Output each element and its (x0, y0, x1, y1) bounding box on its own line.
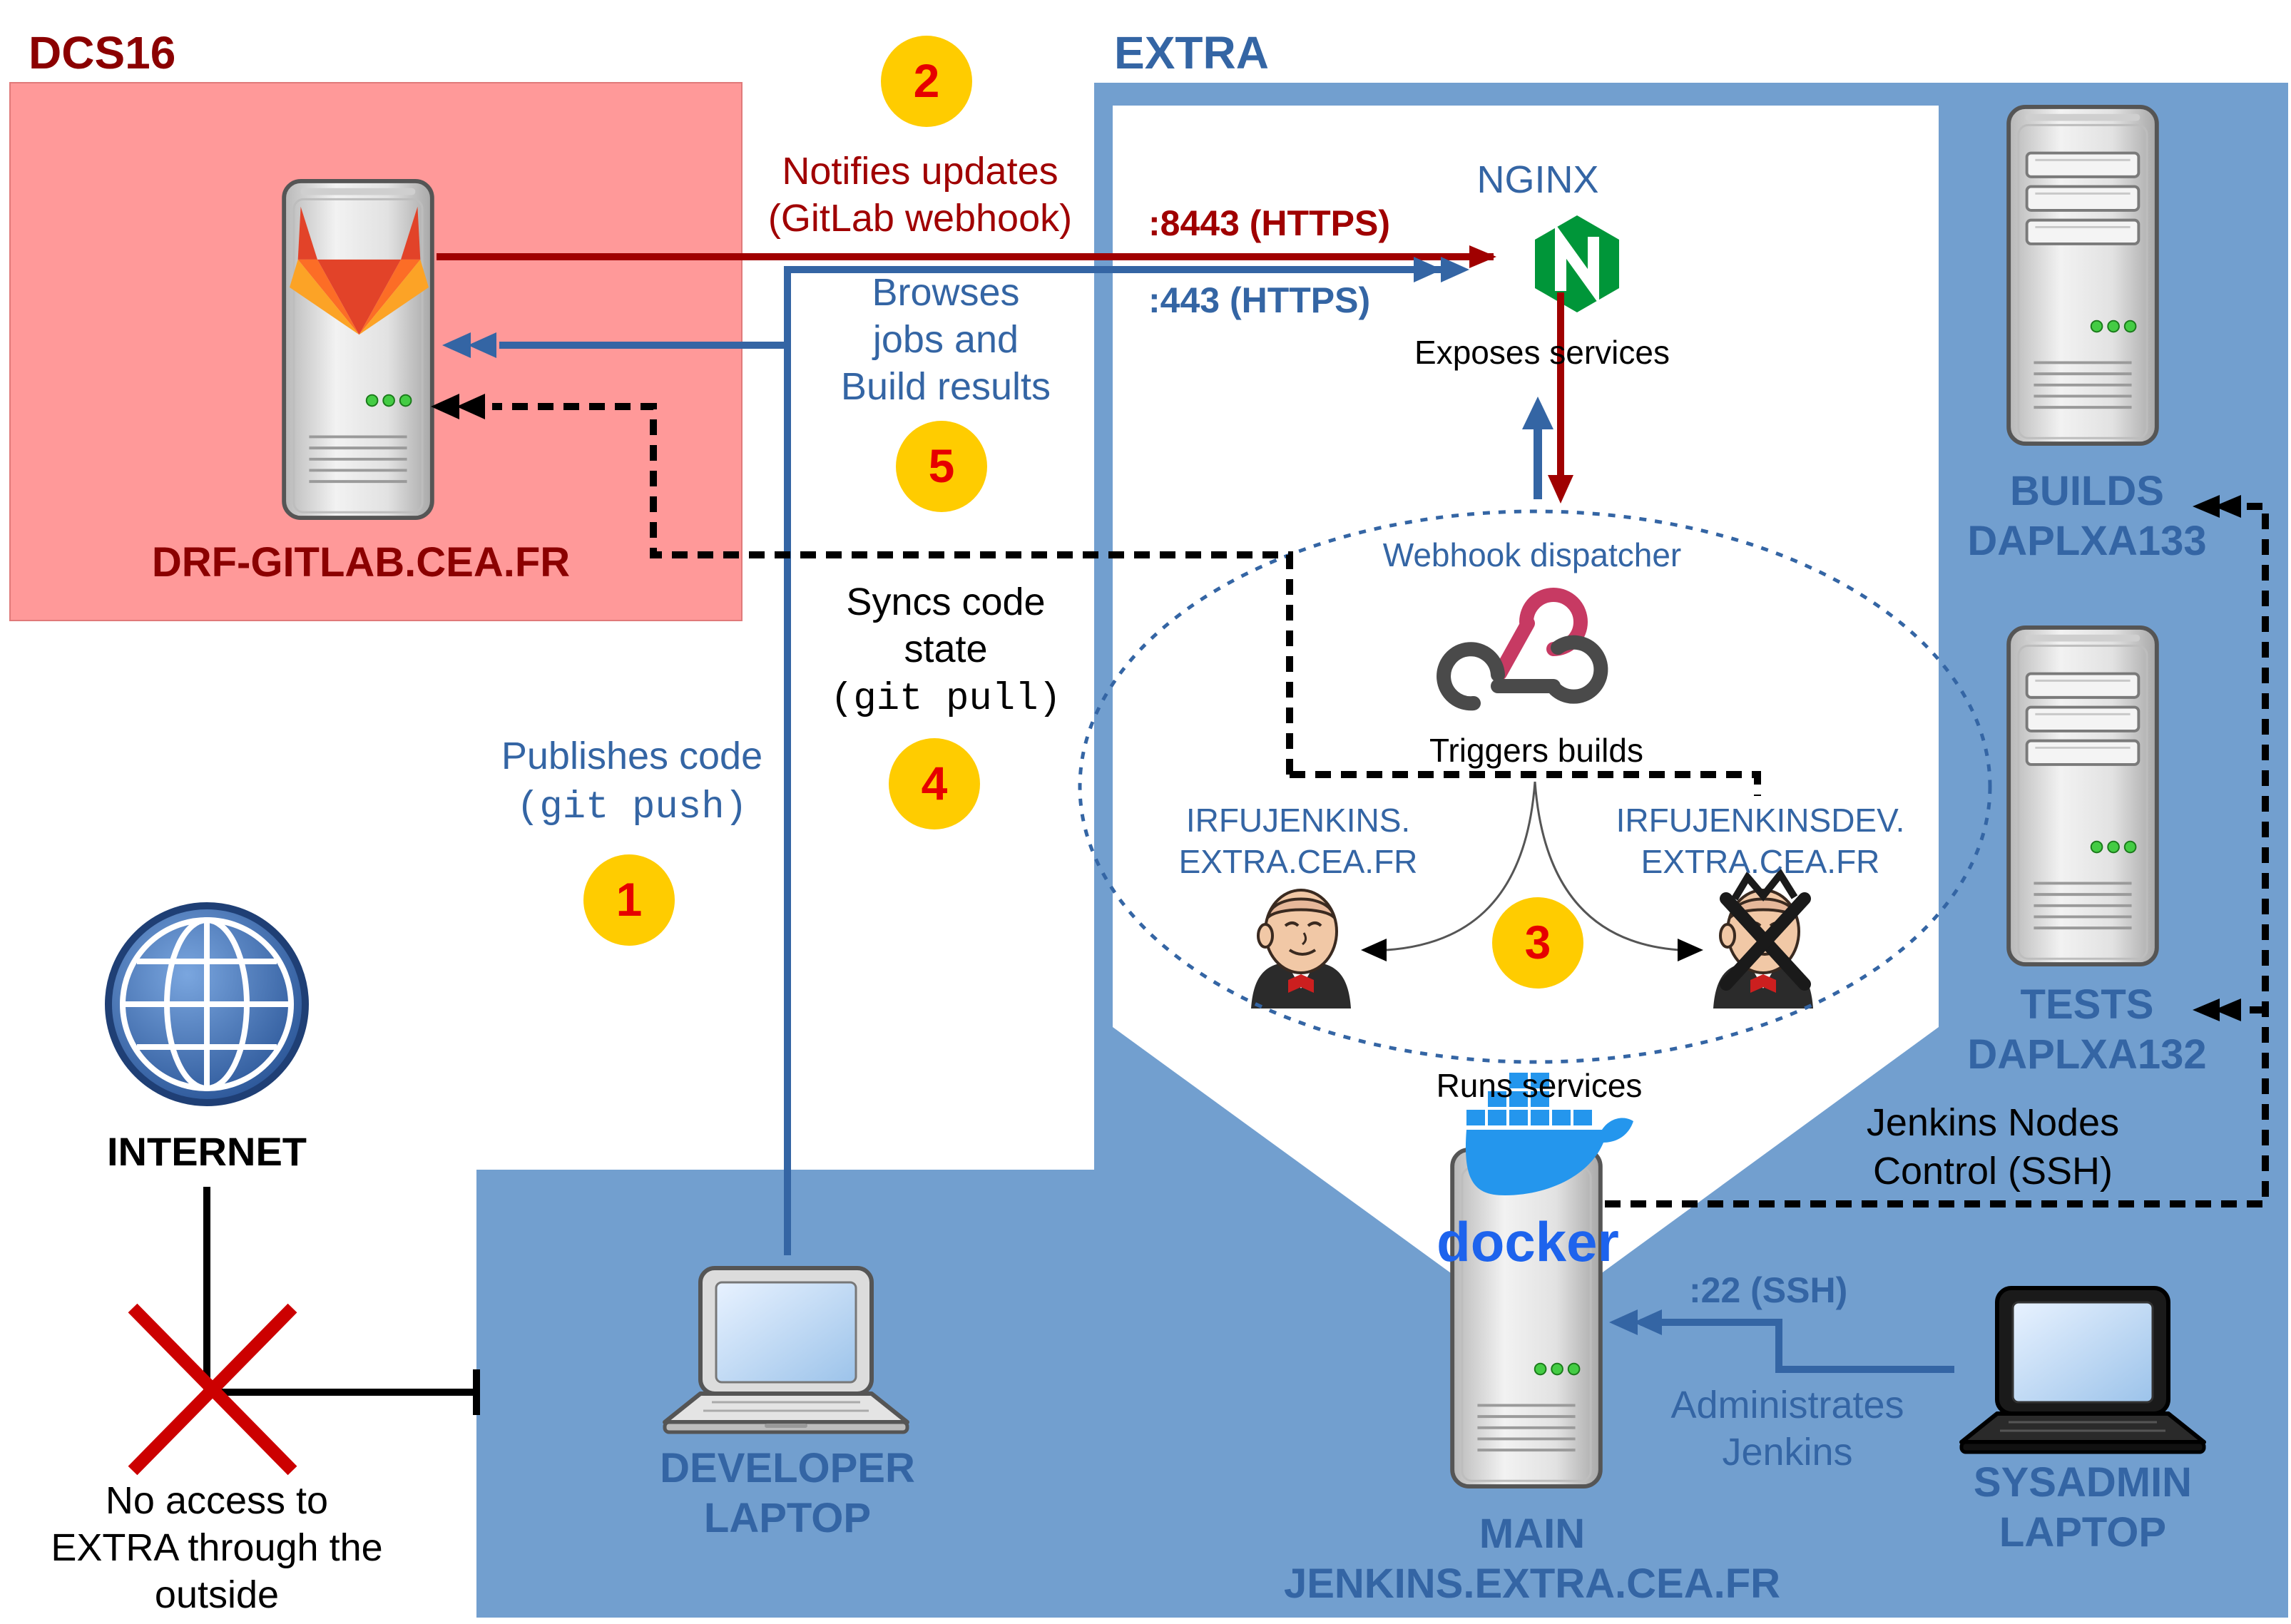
jenkins-dev-label-2: EXTRA.CEA.FR (1641, 843, 1880, 880)
no-access-cross-icon (128, 1303, 297, 1476)
dcs16-title: DCS16 (29, 27, 175, 78)
webhook-dispatcher-label: Webhook dispatcher (1383, 536, 1682, 573)
gitlab-host-label: DRF-GITLAB.CEA.FR (152, 539, 570, 586)
internet-connection-line (203, 1187, 480, 1415)
developer-label-1: DEVELOPER (660, 1445, 915, 1491)
port-443-label: :443 (HTTPS) (1148, 280, 1370, 320)
runs-services-label: Runs services (1437, 1067, 1643, 1104)
tests-label-2: DAPLXA132 (1967, 1031, 2206, 1078)
builds-server-icon (2009, 107, 2157, 444)
git-pull-arrowhead-2 (431, 394, 459, 419)
git-pull-arrowhead (456, 394, 485, 419)
step-badge-3: 3 (1492, 897, 1583, 989)
jenkins-host-panel (1113, 106, 1939, 1328)
sysadmin-label-2: LAPTOP (1999, 1509, 2166, 1556)
port-22-label: :22 (SSH) (1689, 1270, 1847, 1310)
gitlab-server-icon (284, 181, 432, 518)
step-badge-2: 2 (881, 36, 972, 127)
sysadmin-label-1: SYSADMIN (1974, 1459, 2192, 1506)
sysadmin-laptop-icon (1961, 1288, 2204, 1452)
docker-logo-icon: docker (1437, 1073, 1633, 1273)
nodes-control-label-2: Control (SSH) (1873, 1150, 2113, 1193)
svg-text:1: 1 (616, 873, 643, 926)
browses-label-2: jobs and (872, 318, 1019, 361)
browses-label-3: Build results (841, 365, 1051, 408)
trigger-builds-arrows (1386, 781, 1680, 951)
administrates-label-1: Administrates (1670, 1384, 1904, 1426)
port-8443-label: :8443 (HTTPS) (1148, 203, 1390, 243)
publishes-label-2: (git push) (516, 786, 747, 829)
builds-label-1: BUILDS (2010, 468, 2164, 514)
publishes-label-1: Publishes code (501, 735, 762, 777)
svg-text:5: 5 (929, 439, 955, 492)
browse-to-gitlab-arrow (442, 332, 787, 358)
dispatcher-to-nginx-arrow (1522, 397, 1553, 499)
webhook-dispatcher-boundary (1078, 509, 1992, 1064)
notifies-label-2: (GitLab webhook) (768, 197, 1072, 240)
git-pull-sync-arrow (492, 403, 1761, 796)
browses-label-1: Browses (872, 271, 1019, 314)
no-access-label-3: outside (155, 1573, 279, 1616)
syncs-label-3: (git pull) (830, 678, 1061, 721)
no-access-label-2: EXTRA through the (51, 1526, 382, 1569)
nginx-caption: Exposes services (1414, 334, 1670, 371)
builds-arrowhead-2 (2214, 495, 2241, 518)
main-label-2: JENKINS.EXTRA.CEA.FR (1284, 1561, 1780, 1607)
jenkins-prod-label-1: IRFUJENKINS. (1186, 802, 1410, 839)
nginx-to-dispatcher-arrow (1548, 292, 1573, 504)
step-badge-4: 4 (889, 738, 980, 829)
developer-browse-arrow (784, 257, 1469, 1255)
builds-label-2: DAPLXA133 (1967, 518, 2206, 564)
step-badge-5: 5 (896, 421, 987, 512)
trigger-prod-arrowhead (1361, 939, 1387, 961)
triggers-builds-label: Triggers builds (1429, 732, 1643, 769)
extra-title: EXTRA (1114, 27, 1269, 78)
developer-label-2: LAPTOP (704, 1495, 871, 1541)
syncs-label-2: state (904, 628, 987, 670)
svg-text:4: 4 (922, 757, 948, 810)
svg-text:3: 3 (1525, 916, 1551, 969)
jenkins-dev-label-1: IRFUJENKINSDEV. (1616, 802, 1905, 839)
sysadmin-ssh-arrow (1609, 1309, 1954, 1373)
internet-label: INTERNET (107, 1129, 307, 1174)
tests-label-1: TESTS (2021, 981, 2154, 1028)
builds-arrowhead (2193, 495, 2220, 518)
svg-text:2: 2 (914, 54, 940, 107)
internet-globe-icon (105, 902, 309, 1106)
tests-arrowhead (2193, 999, 2220, 1021)
no-access-label-1: No access to (106, 1479, 328, 1522)
administrates-label-2: Jenkins (1722, 1431, 1852, 1474)
nodes-control-label-1: Jenkins Nodes (1867, 1101, 2119, 1144)
webhook-logo-icon (1437, 588, 1608, 711)
tests-server-icon (2009, 628, 2157, 964)
jenkins-prod-label-2: EXTRA.CEA.FR (1179, 843, 1418, 880)
gitlab-webhook-arrow (437, 245, 1496, 268)
notifies-label-1: Notifies updates (782, 150, 1058, 193)
main-label-1: MAIN (1479, 1511, 1585, 1557)
jenkins-dev-icon (1712, 868, 1815, 1010)
step-badge-1: 1 (583, 854, 675, 946)
syncs-label-1: Syncs code (846, 581, 1045, 623)
docker-wordmark: docker (1437, 1210, 1619, 1273)
trigger-dev-arrowhead (1678, 939, 1703, 961)
nginx-label: NGINX (1476, 158, 1598, 201)
main-server-icon (1452, 1150, 1601, 1486)
nginx-logo-icon (1535, 215, 1619, 312)
tests-arrowhead-2 (2214, 999, 2241, 1021)
developer-laptop-icon (665, 1268, 907, 1432)
